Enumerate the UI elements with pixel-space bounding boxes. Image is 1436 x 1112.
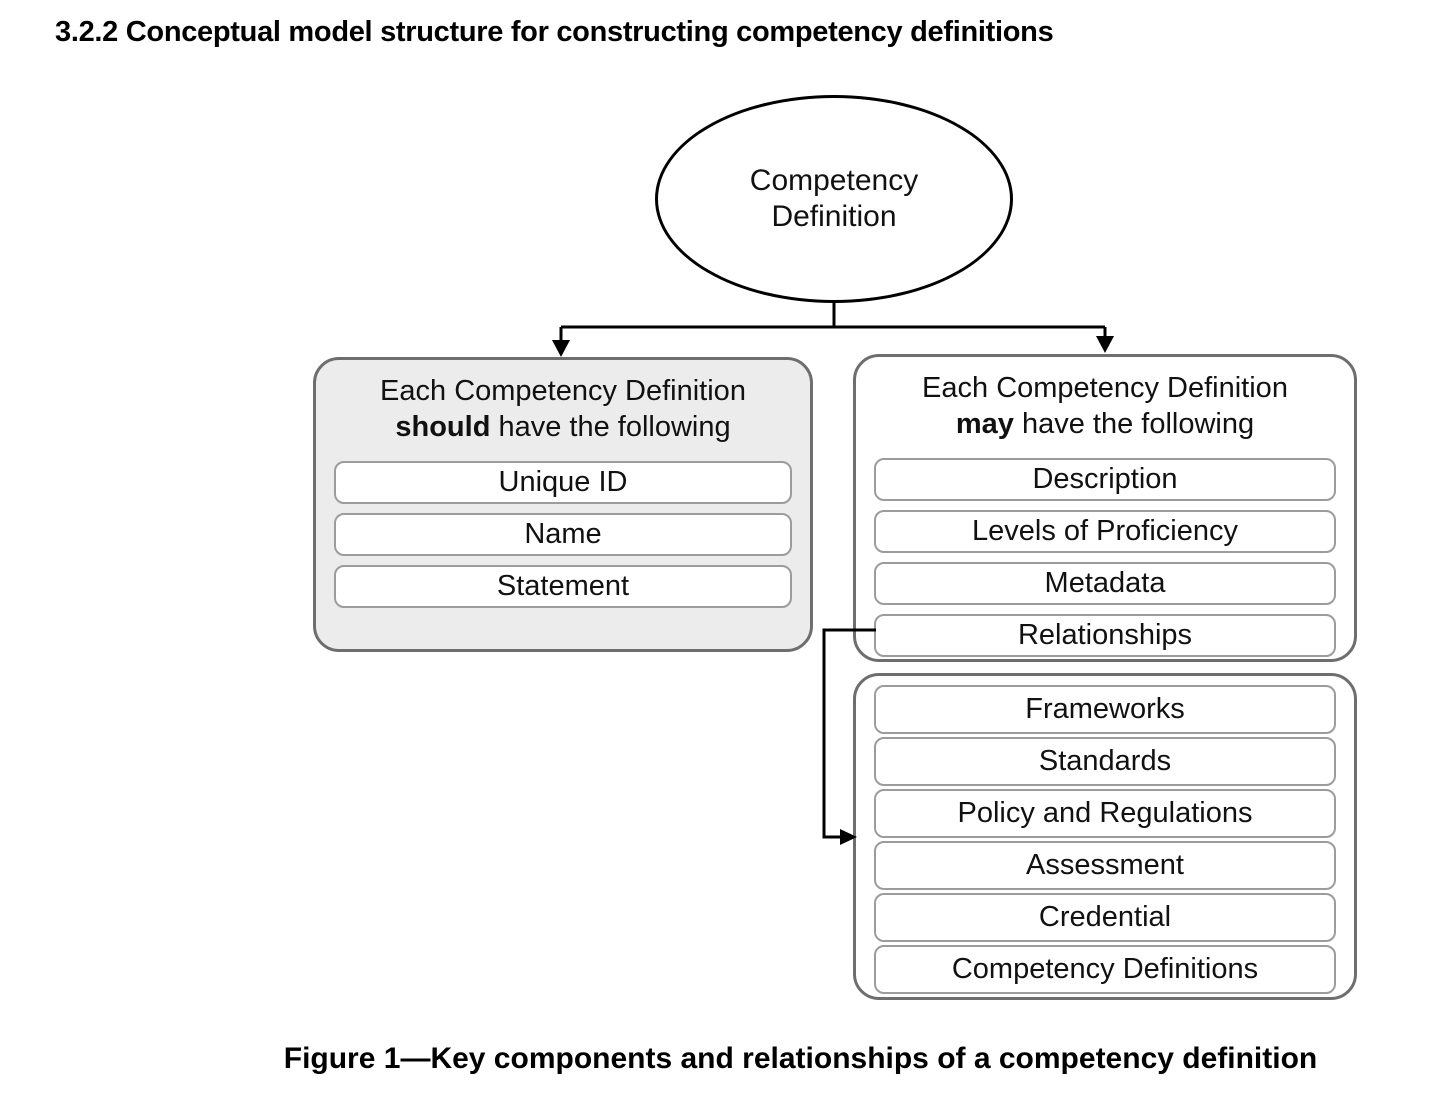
- item-name: Name: [334, 513, 792, 556]
- item-competency-definitions: Competency Definitions: [874, 945, 1336, 994]
- should-box-items: Unique ID Name Statement: [316, 461, 810, 608]
- item-policy-and-regulations: Policy and Regulations: [874, 789, 1336, 838]
- may-keyword: may: [955, 408, 1014, 440]
- item-levels-of-proficiency: Levels of Proficiency: [874, 510, 1336, 553]
- should-box-title-line2: should have the following: [316, 409, 810, 445]
- may-title-rest: have the following: [1013, 408, 1255, 440]
- relationships-box-items: Frameworks Standards Policy and Regulati…: [874, 685, 1336, 994]
- item-frameworks: Frameworks: [874, 685, 1336, 734]
- item-credential: Credential: [874, 893, 1336, 942]
- should-box-title-line1: Each Competency Definition: [380, 375, 746, 407]
- connector-root-split: [559, 302, 1107, 341]
- root-node-label-line1: Competency: [749, 164, 919, 197]
- figure-caption: Figure 1—Key components and relationship…: [283, 1042, 1318, 1075]
- may-box-title-line1: Each Competency Definition: [922, 372, 1288, 404]
- may-box-title: Each Competency Definition may have the …: [856, 357, 1354, 458]
- item-statement: Statement: [334, 565, 792, 608]
- should-keyword: should: [395, 411, 491, 443]
- arrowhead-to-should-box: [552, 340, 570, 357]
- should-title-rest: have the following: [490, 411, 731, 443]
- should-box-title: Each Competency Definition should have t…: [316, 360, 810, 461]
- may-box-items: Description Levels of Proficiency Metada…: [856, 458, 1354, 657]
- should-box: Each Competency Definition should have t…: [313, 357, 813, 652]
- item-description: Description: [874, 458, 1336, 501]
- root-node-label-line2: Definition: [771, 200, 897, 233]
- root-node-competency-definition: Competency Definition: [655, 95, 1013, 303]
- may-box: Each Competency Definition may have the …: [853, 354, 1357, 662]
- may-box-title-line2: may have the following: [856, 406, 1354, 442]
- arrowhead-to-may-box: [1096, 336, 1114, 353]
- item-standards: Standards: [874, 737, 1336, 786]
- relationships-box: Frameworks Standards Policy and Regulati…: [853, 673, 1357, 1000]
- item-assessment: Assessment: [874, 841, 1336, 890]
- section-heading: 3.2.2 Conceptual model structure for con…: [55, 16, 1054, 48]
- item-metadata: Metadata: [874, 562, 1336, 605]
- item-unique-id: Unique ID: [334, 461, 792, 504]
- item-relationships: Relationships: [874, 614, 1336, 657]
